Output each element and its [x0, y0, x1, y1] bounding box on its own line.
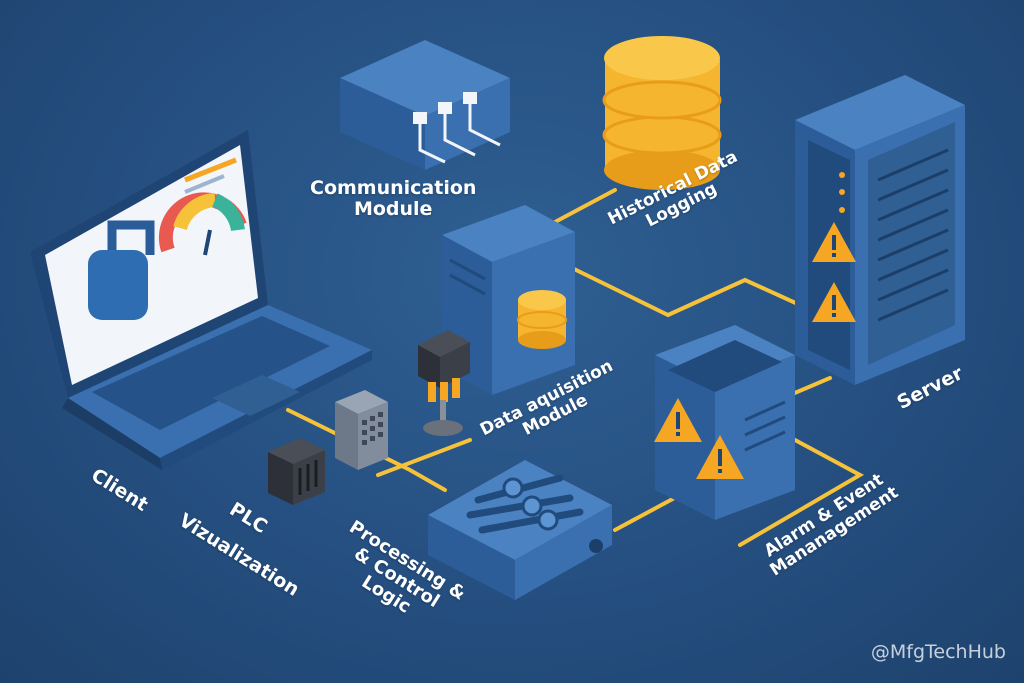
plc-device: [268, 438, 325, 505]
connector-lines: [286, 188, 865, 547]
line-processing-alarm: [613, 493, 682, 532]
line-plc-datamodule: [376, 438, 472, 477]
line-server-alarm: [788, 376, 832, 397]
keyboard-keys: [92, 316, 330, 430]
line-client-processing: [286, 408, 447, 492]
laptop-client: [30, 130, 372, 470]
sensor-icon: [418, 330, 470, 436]
communication-module-device: [340, 40, 510, 170]
valve-icon: [107, 220, 155, 255]
line-alarm-management: [738, 438, 865, 547]
warning-icon: [654, 398, 702, 442]
line-datamodule-server: [570, 266, 802, 318]
warning-icon: [812, 222, 856, 262]
label-communication-module: Communication Module: [310, 177, 477, 221]
line-datamodule-historical: [553, 188, 617, 224]
touchpad: [212, 375, 300, 416]
io-module-device: [335, 390, 388, 470]
power-button-icon: [589, 539, 603, 553]
watermark-handle: @MfgTechHub: [870, 641, 1006, 663]
alarm-server-device: [654, 325, 795, 520]
database-icon: [602, 36, 722, 190]
ethernet-port-icons: [413, 92, 477, 124]
processing-control-device: [428, 460, 612, 600]
data-acquisition-device: [442, 205, 575, 395]
warning-icon: [696, 435, 744, 479]
warning-icon: [812, 282, 856, 322]
server-rack: [795, 75, 965, 385]
database-icon: [517, 290, 567, 349]
pipe-icon: [88, 250, 148, 320]
